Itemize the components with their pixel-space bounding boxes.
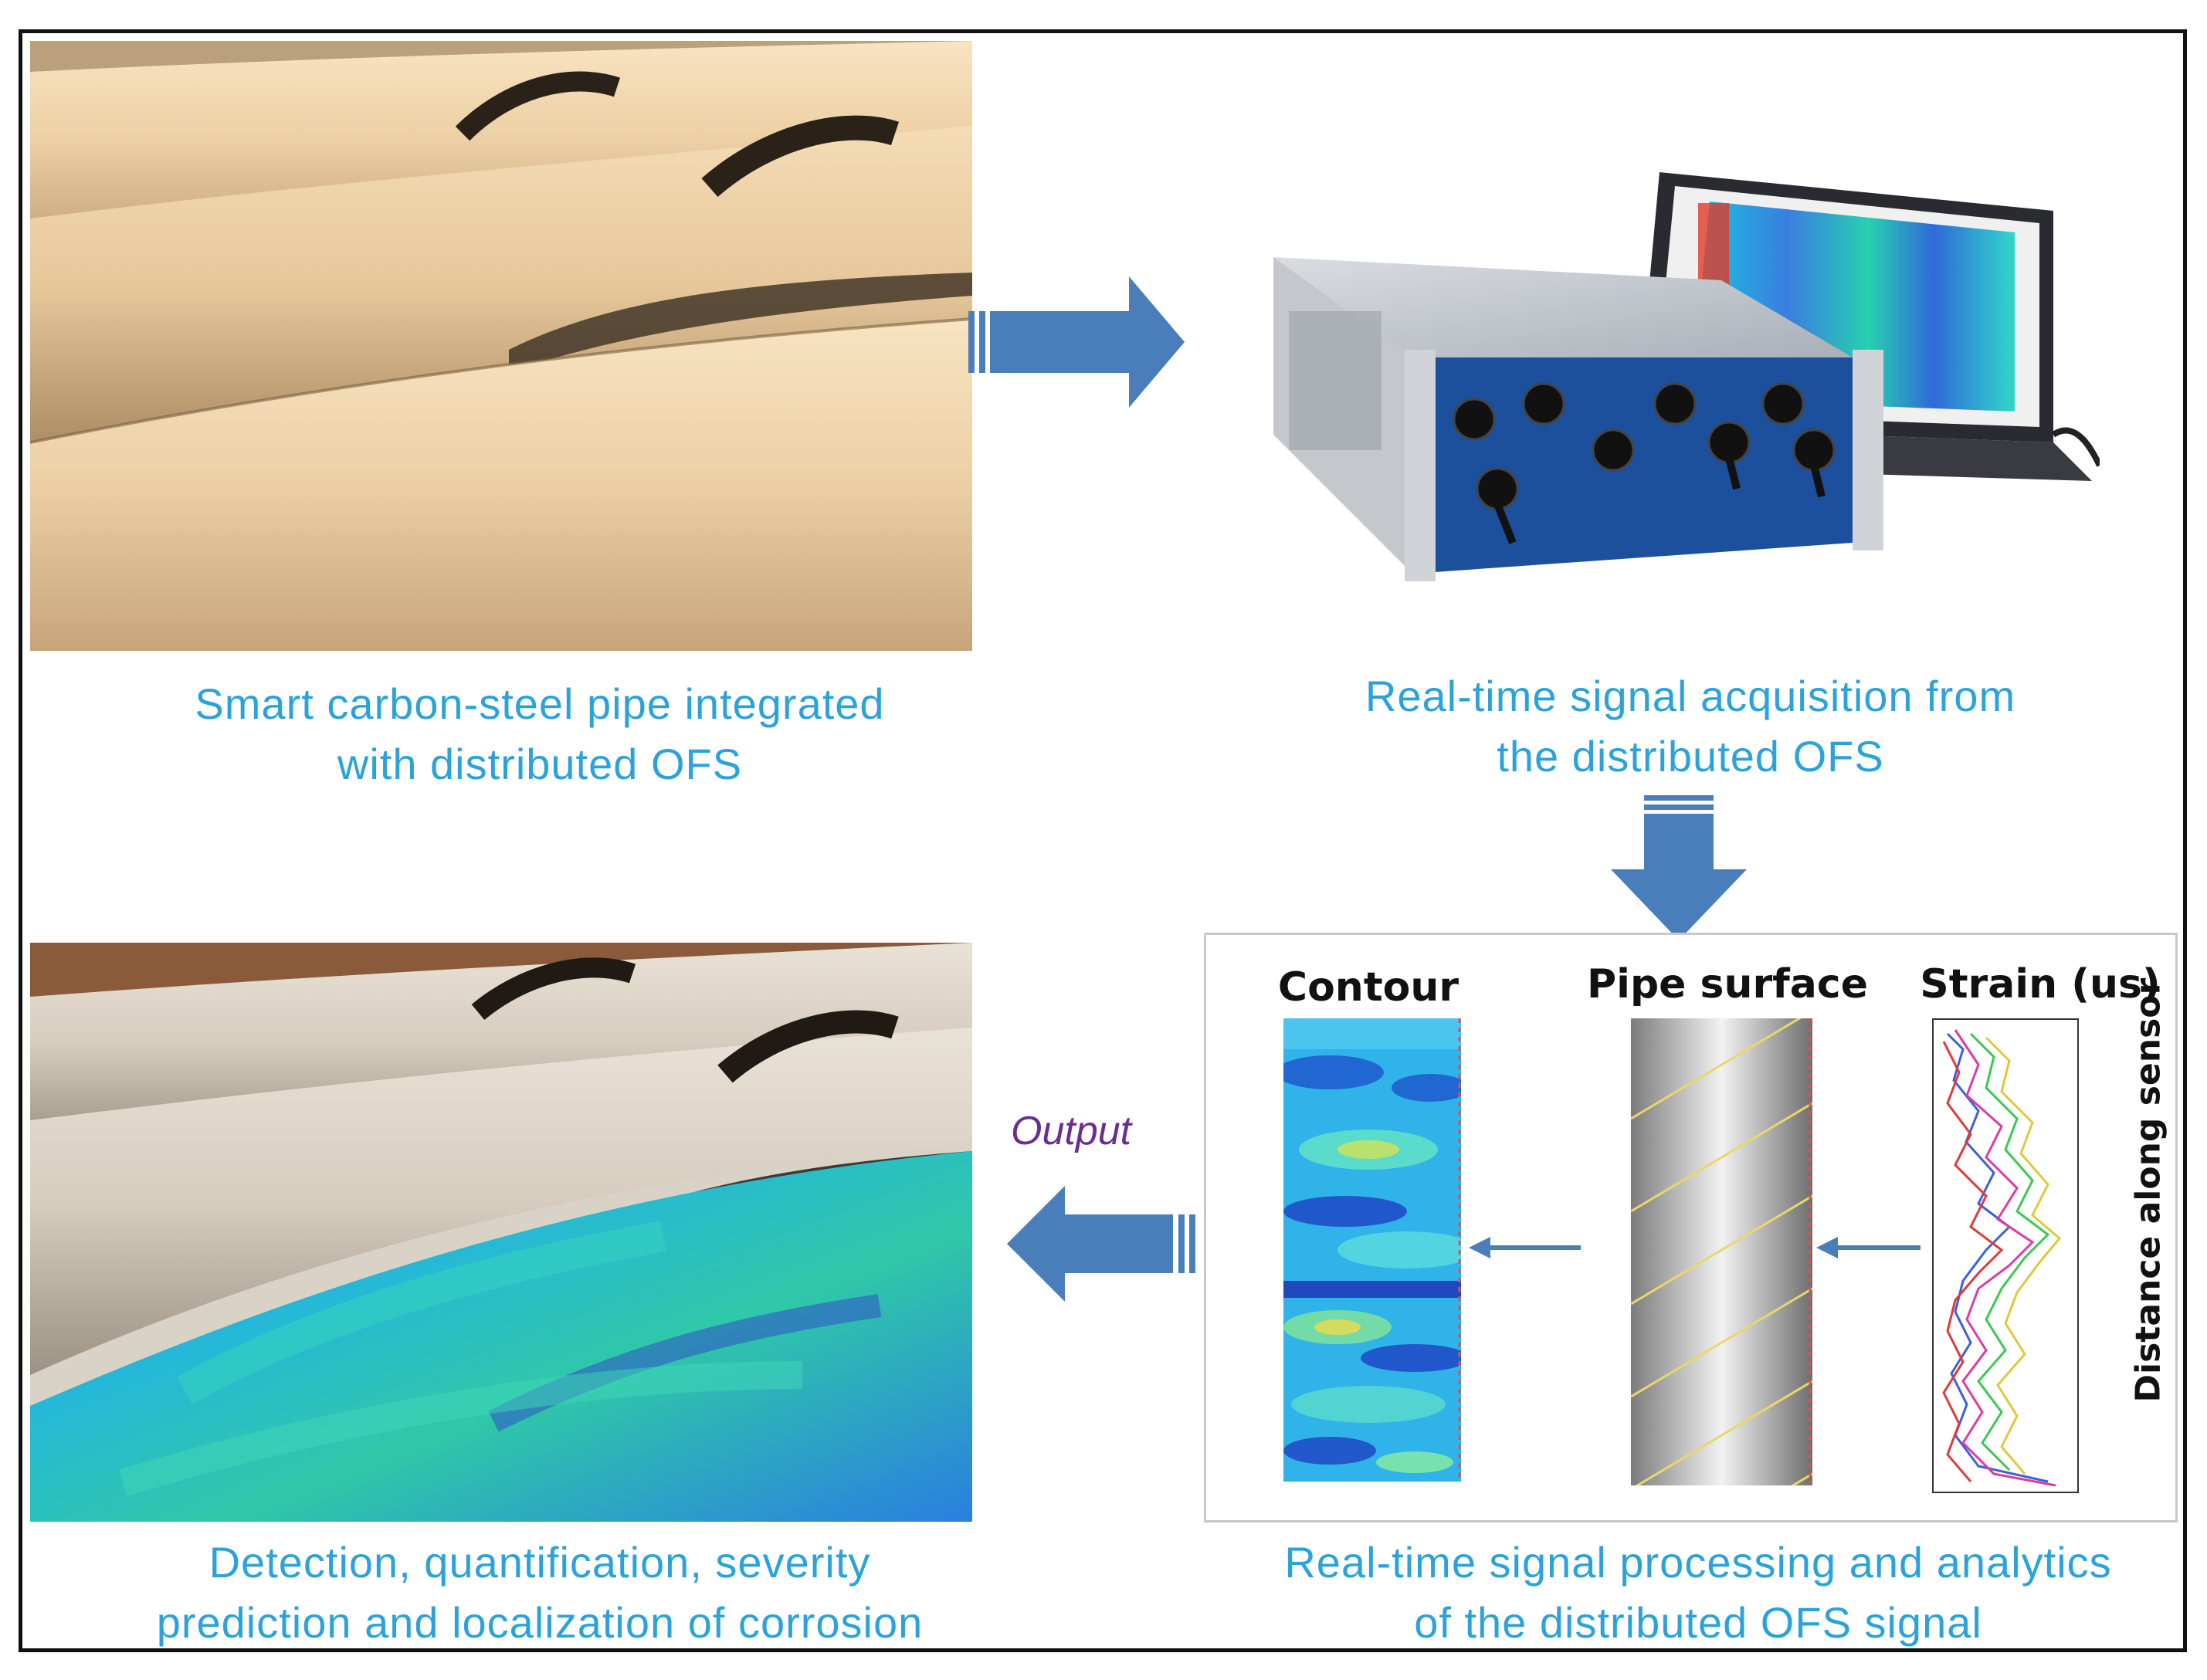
pipe-caption: Smart carbon-steel pipe integrated with … xyxy=(46,674,1034,794)
distance-axis-label: Distance along sensor xyxy=(2128,977,2168,1403)
strain-title: Strain (us) xyxy=(1920,961,2161,1008)
arrow-down-icon xyxy=(1611,795,1747,940)
processing-caption-line-1: Real-time signal processing and analytic… xyxy=(1284,1538,2112,1587)
acquisition-caption-line-2: the distributed OFS xyxy=(1497,732,1884,781)
strain-plot xyxy=(1932,1018,2079,1493)
pipe-surface-title: Pipe surface xyxy=(1587,961,1868,1008)
interrogator-device-illustration xyxy=(1273,172,2100,581)
acquisition-caption-line-1: Real-time signal acquisition from xyxy=(1365,672,2016,720)
pipe-caption-line-1: Smart carbon-steel pipe integrated xyxy=(195,679,885,728)
detection-caption-line-1: Detection, quantification, severity xyxy=(208,1538,871,1587)
processing-panel: Contour Pipe surface Strain (us) xyxy=(1204,933,2178,1522)
contour-title: Contour xyxy=(1277,964,1459,1011)
processing-caption: Real-time signal processing and analytic… xyxy=(1212,1533,2185,1653)
arrow-left-icon xyxy=(1816,1237,1921,1258)
pipe-illustration xyxy=(30,41,972,651)
pipe-caption-line-2: with distributed OFS xyxy=(337,740,743,788)
detection-caption-line-2: prediction and localization of corrosion xyxy=(156,1598,924,1647)
processing-caption-line-2: of the distributed OFS signal xyxy=(1414,1598,1982,1647)
contour-strip xyxy=(1283,1018,1461,1482)
arrow-right-icon xyxy=(968,276,1185,408)
arrow-left-icon xyxy=(1469,1237,1581,1258)
acquisition-caption: Real-time signal acquisition from the di… xyxy=(1227,666,2154,787)
figure-frame: Output Contour Pipe surface Strain (us) xyxy=(19,29,2187,1652)
corrosion-map-illustration xyxy=(30,943,972,1522)
detection-caption: Detection, quantification, severity pred… xyxy=(46,1533,1034,1653)
output-label: Output xyxy=(1011,1109,1132,1153)
pipe-surface-strip xyxy=(1631,1018,1812,1485)
arrow-left-icon xyxy=(1007,1186,1195,1302)
